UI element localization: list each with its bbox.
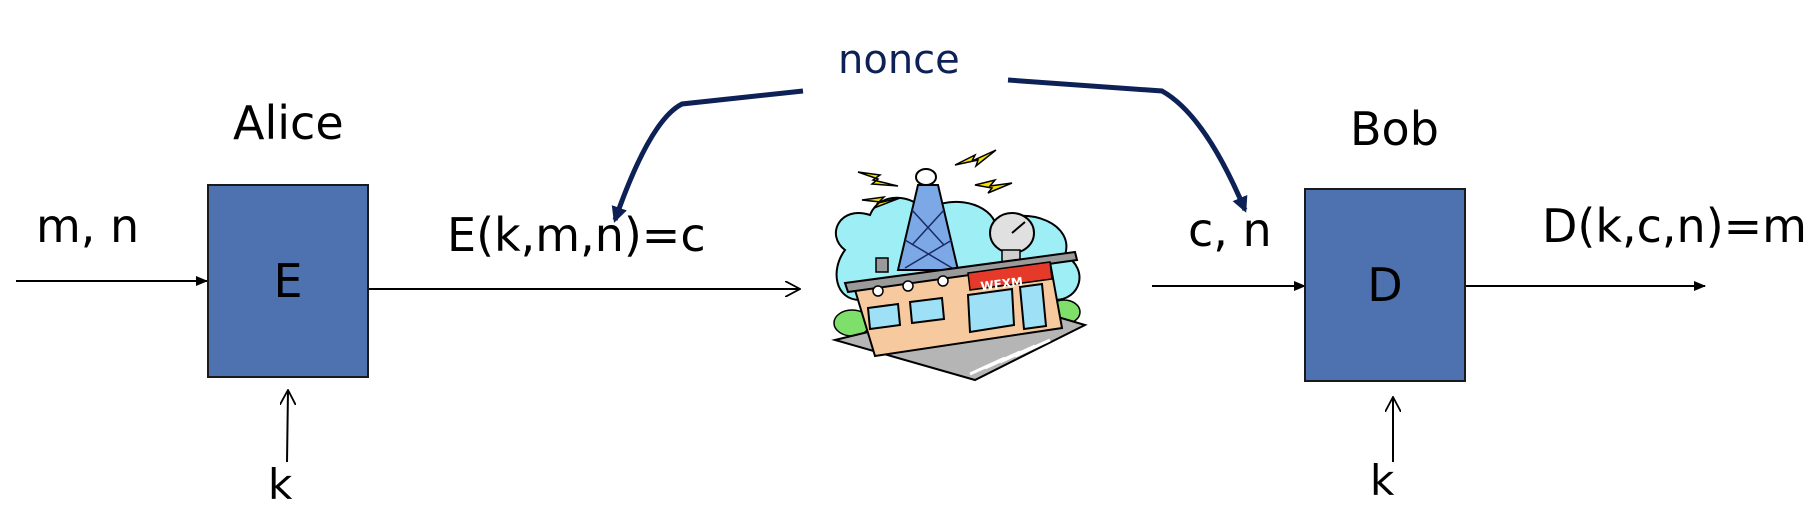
- nonce-arrow-right: [1007, 77, 1248, 213]
- bob-input-label: c, n: [1188, 203, 1272, 257]
- alice-key-label: k: [268, 460, 293, 509]
- nonce-label: nonce: [838, 37, 960, 83]
- radio-station-icon: WFXM: [831, 149, 1088, 382]
- alice-output-label: E(k,m,n)=c: [447, 208, 706, 262]
- decrypt-box-label: D: [1367, 258, 1403, 312]
- bob-key-label: k: [1370, 456, 1395, 505]
- alice-label: Alice: [233, 96, 344, 150]
- alice-input-label: m, n: [36, 199, 140, 253]
- bob-label: Bob: [1350, 102, 1439, 156]
- bob-output-label: D(k,c,n)=m: [1542, 199, 1807, 253]
- encrypt-box: E: [207, 184, 369, 378]
- nonce-arrow-left: [611, 88, 804, 223]
- alice-key-arrow: [287, 390, 288, 463]
- decrypt-box: D: [1304, 188, 1466, 382]
- encrypt-box-label: E: [273, 254, 303, 308]
